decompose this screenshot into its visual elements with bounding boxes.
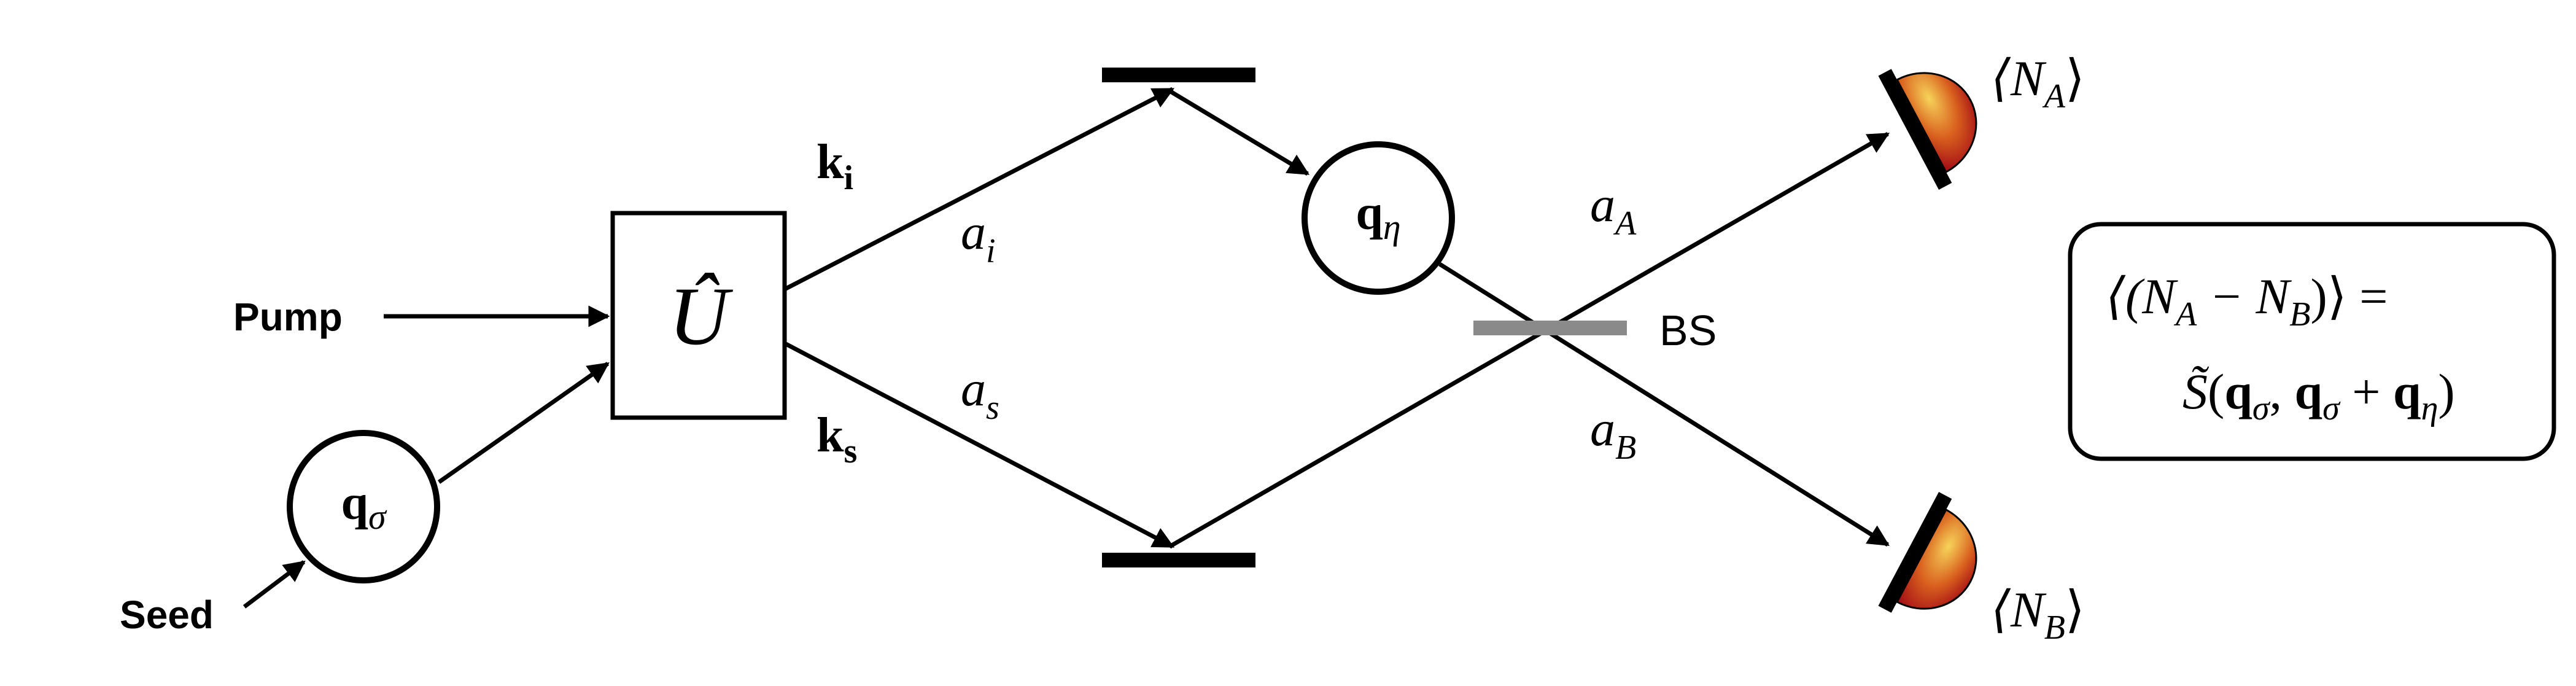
n-b-open: ⟨N xyxy=(1991,582,2047,637)
a-s-label: as xyxy=(961,361,999,427)
a-s-base: a xyxy=(961,361,986,416)
k-s-label: ks xyxy=(817,408,857,470)
k-s-base: k xyxy=(817,408,844,462)
k-i-base: k xyxy=(817,135,844,189)
formula-l2-s: S̃ xyxy=(2182,364,2209,419)
k-i-label: ki xyxy=(817,135,853,197)
formula-l2-q3: q xyxy=(2393,364,2421,419)
k-s-sub: s xyxy=(844,432,858,470)
q-eta-circle xyxy=(1302,141,1455,295)
mirror-top-to-q-eta-beam xyxy=(1168,88,1310,176)
q-sigma-sub: σ xyxy=(368,497,387,537)
a-A-base: a xyxy=(1590,176,1615,232)
detector-b xyxy=(1878,492,1977,613)
signal-beam xyxy=(785,341,1175,549)
formula-l2-q3-sub: η xyxy=(2421,389,2438,427)
seed-beam xyxy=(242,560,306,609)
a-B-base: a xyxy=(1590,400,1615,456)
formula-line-2: S̃(qσ, qσ + qη) xyxy=(2182,364,2455,427)
formula-l2-close: ) xyxy=(2438,364,2454,419)
unitary-label: Û xyxy=(669,271,733,362)
q-sigma-base: q xyxy=(341,476,368,530)
n-b-label: ⟨NB⟩ xyxy=(1991,582,2085,647)
a-B-label: aB xyxy=(1590,400,1636,467)
a-A-sub: A xyxy=(1613,205,1637,243)
pump-label: Pump xyxy=(233,295,343,339)
q-eta-to-detector-b-beam xyxy=(1438,262,1890,547)
formula-l1-a: ⟨(N xyxy=(2106,268,2178,324)
a-i-label: ai xyxy=(961,204,996,270)
idler-beam xyxy=(785,87,1175,291)
formula-line-1: ⟨(NA − NB)⟩ = xyxy=(2106,268,2388,333)
a-A-label: aA xyxy=(1590,176,1637,243)
formula-l1-c: )⟩ = xyxy=(2310,268,2388,324)
top-mirror xyxy=(1102,68,1255,82)
a-s-sub: s xyxy=(986,389,999,427)
formula-l2-open: ( xyxy=(2208,364,2224,419)
a-i-base: a xyxy=(961,204,986,260)
formula-l1-b: − N xyxy=(2197,268,2292,324)
seed-label: Seed xyxy=(120,593,214,637)
n-b-sub: B xyxy=(2044,609,2065,647)
q-sigma-to-unitary-beam xyxy=(437,362,610,484)
k-i-sub: i xyxy=(844,159,854,197)
formula-l2-q1: q xyxy=(2224,364,2252,419)
q-eta-label: qη xyxy=(1356,186,1400,247)
formula-l2-comma: , xyxy=(2270,364,2295,419)
formula-l2-q2-sub: σ xyxy=(2322,389,2341,427)
a-B-sub: B xyxy=(1615,429,1636,467)
bs-label: BS xyxy=(1659,306,1717,354)
formula-l2-q2: q xyxy=(2295,364,2323,419)
q-eta-base: q xyxy=(1356,186,1383,240)
formula-l1-sub-b: B xyxy=(2289,295,2310,333)
bottom-mirror xyxy=(1102,553,1255,567)
formula-l1-sub-a: A xyxy=(2173,295,2197,333)
n-a-open: ⟨N xyxy=(1991,50,2047,106)
unitary-box xyxy=(610,211,787,420)
formula-l2-q1-sub: σ xyxy=(2252,389,2271,427)
beam-splitter xyxy=(1473,321,1627,335)
formula-l2-plus: + xyxy=(2340,364,2393,419)
detector-a xyxy=(1878,69,1977,190)
n-a-close: ⟩ xyxy=(2065,50,2085,106)
formula-box xyxy=(2068,222,2556,461)
q-sigma-label: qσ xyxy=(341,476,387,537)
a-i-sub: i xyxy=(986,232,996,270)
n-a-sub: A xyxy=(2042,77,2066,115)
q-eta-sub: η xyxy=(1383,207,1401,247)
mirror-bottom-to-detector-a-beam xyxy=(1168,131,1890,549)
q-sigma-circle xyxy=(287,430,440,583)
beam-paths xyxy=(242,87,1890,609)
n-b-close: ⟩ xyxy=(2065,582,2085,637)
n-a-label: ⟨NA⟩ xyxy=(1991,50,2085,115)
